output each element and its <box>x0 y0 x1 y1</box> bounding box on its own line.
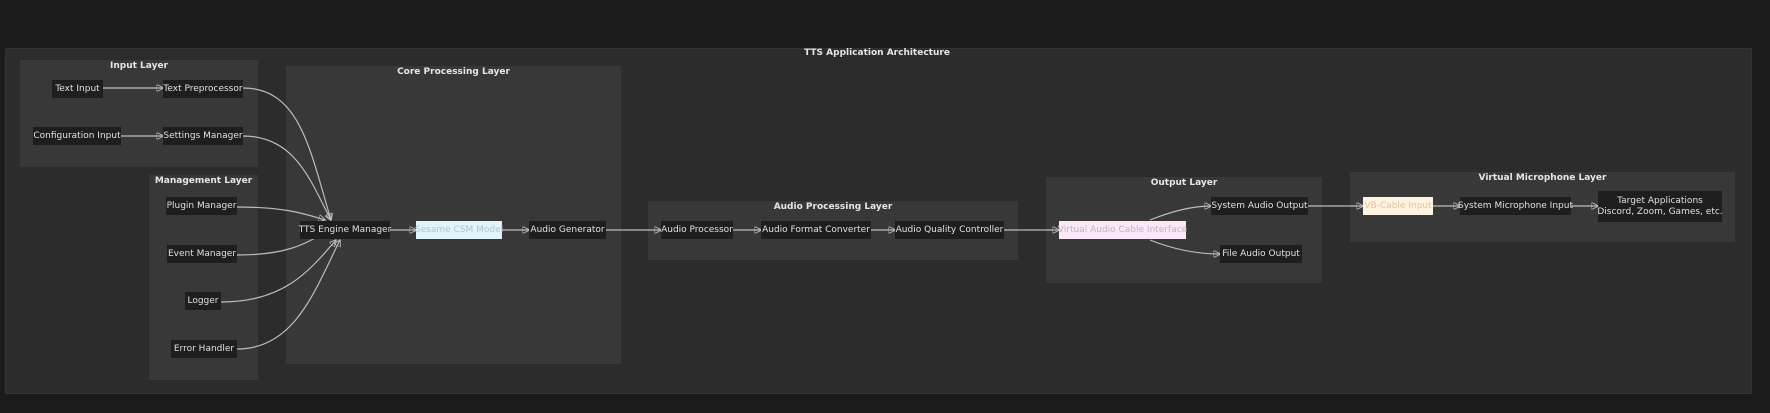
node-text-input: Text Input <box>52 80 103 98</box>
cluster-input-layer: Input Layer <box>20 60 258 167</box>
cluster-title-audio: Audio Processing Layer <box>773 202 893 212</box>
node-error-handler: Error Handler <box>171 340 237 358</box>
cluster-title-input: Input Layer <box>110 61 168 71</box>
node-vb-cable-input: VB-Cable Input <box>1363 197 1433 215</box>
node-target-applications: Target Applications Discord, Zoom, Games… <box>1597 191 1723 222</box>
node-configuration-input: Configuration Input <box>33 127 121 145</box>
cluster-title-core: Core Processing Layer <box>397 67 510 77</box>
node-audio-generator: Audio Generator <box>529 221 606 239</box>
node-virtual-audio-cable-interface: Virtual Audio Cable Interface <box>1058 221 1187 239</box>
node-system-microphone-input: System Microphone Input <box>1458 197 1573 215</box>
diagram-title: TTS Application Architecture <box>804 48 950 58</box>
node-tts-engine-manager: TTS Engine Manager <box>299 221 391 239</box>
node-text-preprocessor: Text Preprocessor <box>163 80 243 98</box>
cluster-core-processing-layer: Core Processing Layer <box>286 66 621 364</box>
node-plugin-manager: Plugin Manager <box>166 197 237 215</box>
node-logger: Logger <box>185 292 221 310</box>
cluster-title-output: Output Layer <box>1150 178 1218 188</box>
cluster-title-virtual-mic: Virtual Microphone Layer <box>1478 173 1607 183</box>
node-system-audio-output: System Audio Output <box>1211 197 1308 215</box>
target-applications-label: Target Applications <box>1617 195 1703 206</box>
node-sesame-csm-model: Sesame CSM Model <box>415 221 503 239</box>
node-audio-quality-controller: Audio Quality Controller <box>895 221 1004 239</box>
cluster-title-management: Management Layer <box>154 176 253 186</box>
target-applications-examples: Discord, Zoom, Games, etc. <box>1597 206 1723 217</box>
node-audio-format-converter: Audio Format Converter <box>761 221 871 239</box>
node-event-manager: Event Manager <box>167 245 237 263</box>
node-file-audio-output: File Audio Output <box>1220 245 1302 263</box>
node-audio-processor: Audio Processor <box>661 221 733 239</box>
node-settings-manager: Settings Manager <box>163 127 243 145</box>
